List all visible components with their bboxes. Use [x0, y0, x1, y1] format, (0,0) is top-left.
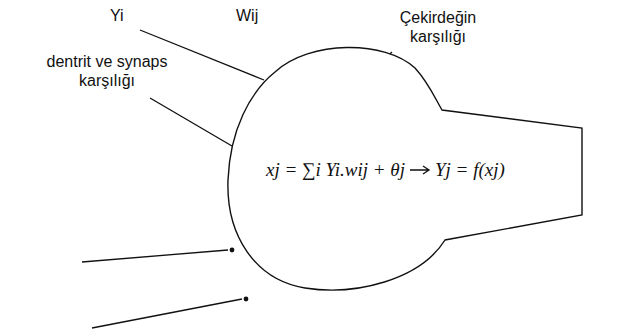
symbol-label: Wij	[236, 6, 258, 25]
formula-text: Yj = f(xj)	[435, 159, 505, 181]
input-line	[92, 299, 242, 328]
symbol-label: Yi	[110, 6, 124, 25]
input-line	[82, 250, 228, 262]
formula-row: xj = ∑i Yi.wij + θj Yj = f(xj)	[266, 159, 505, 181]
synapse-dot	[230, 248, 235, 253]
synapse-dot	[244, 297, 249, 302]
formula-text: xj = ∑i Yi.wij + θj	[266, 159, 405, 181]
callout-label: dentrit ve synaps karşılığı	[36, 52, 178, 90]
neuron-body: xj = ∑i Yi.wij + θj Yj = f(xj)	[200, 38, 586, 300]
callout-label: Çekirdeğin karşılığı	[382, 8, 494, 46]
arrow-symbol	[409, 164, 431, 176]
neuron-outline-path	[228, 47, 582, 290]
leader-line	[150, 98, 232, 146]
